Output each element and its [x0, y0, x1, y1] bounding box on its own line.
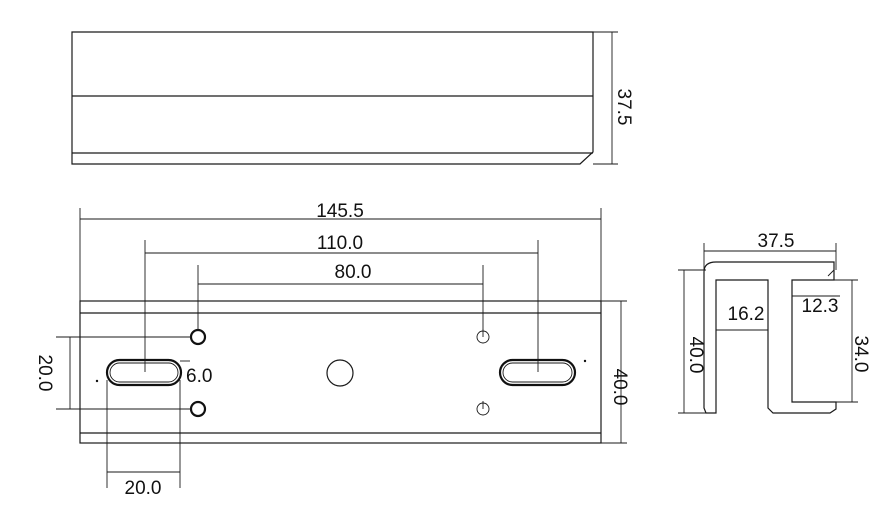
- hole-spacing-label: 80.0: [335, 262, 372, 283]
- left-lower-hole: [189, 400, 207, 418]
- top-view-outline: [71, 31, 594, 165]
- side-view-lip-edge: [827, 269, 835, 277]
- slot-length-label: 20.0: [125, 478, 162, 499]
- left-upper-hole: [189, 328, 207, 346]
- front-view: 145.5 110.0 80.0 6.0 20.0 20.0 40.0: [34, 201, 630, 499]
- front-height-label: 40.0: [609, 369, 630, 406]
- top-view: 37.5: [71, 31, 634, 165]
- front-view-outline: [79, 300, 602, 444]
- right-dot-mark: [583, 359, 587, 363]
- side-height-label: 40.0: [685, 337, 706, 374]
- center-hole: [326, 359, 354, 387]
- side-width-label: 37.5: [758, 231, 795, 252]
- side-view-profile: [703, 261, 837, 414]
- inner-width-label: 16.2: [728, 304, 765, 325]
- left-mounting-slot: [105, 358, 183, 387]
- left-slot-inner: [109, 362, 179, 383]
- right-slot-inner: [502, 362, 573, 383]
- lip-width-label: 12.3: [802, 296, 839, 317]
- left-dot-mark: [95, 379, 99, 383]
- overall-length-label: 145.5: [316, 201, 364, 222]
- vertical-spacing-label: 20.0: [34, 355, 55, 392]
- side-view: 37.5 40.0 16.2 12.3 34.0: [678, 231, 871, 414]
- top-height-label: 37.5: [613, 89, 634, 126]
- slot-spacing-label: 110.0: [317, 233, 363, 254]
- right-height-label: 34.0: [850, 336, 871, 373]
- hole-diameter-label: 6.0: [186, 366, 212, 387]
- right-mounting-slot: [498, 358, 577, 387]
